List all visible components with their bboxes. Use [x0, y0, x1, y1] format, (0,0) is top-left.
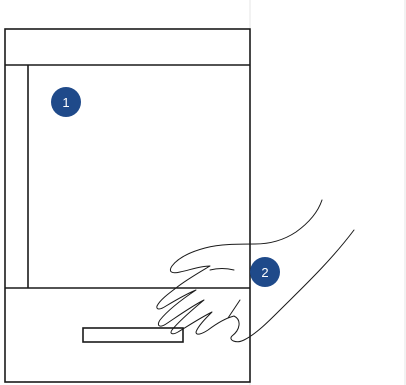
callout-circle-1: [51, 87, 81, 117]
knuckle-crease: [209, 268, 235, 271]
cabinet-frame: [4, 28, 251, 383]
callout-circle-2: [250, 257, 280, 287]
callout-badge-2: 2: [250, 257, 280, 287]
callout-number-1: 1: [62, 95, 69, 110]
cabinet-outline: [4, 28, 251, 383]
hand-outline: [156, 199, 355, 343]
callout-number-2: 2: [261, 265, 268, 280]
hand-illustration: [156, 199, 355, 343]
drawer-handle[interactable]: [82, 327, 184, 343]
callout-badge-1: 1: [51, 87, 81, 117]
thumb-crease: [227, 299, 241, 319]
